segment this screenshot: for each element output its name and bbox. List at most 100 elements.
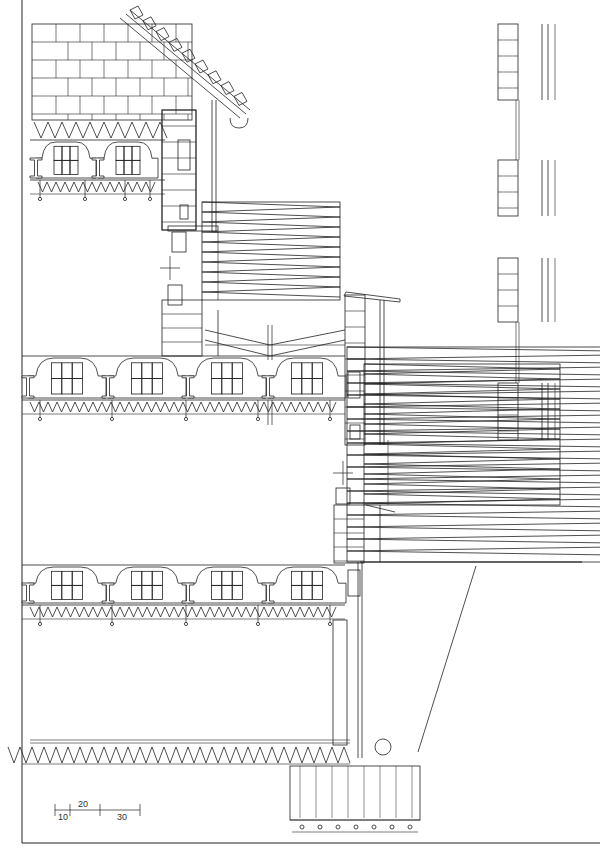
block-joint [498, 72, 518, 73]
block-joint [345, 343, 365, 344]
block-joint [334, 519, 364, 520]
hanger-clip [328, 622, 331, 625]
block-wall [498, 160, 518, 216]
ceiling-hanger [40, 180, 41, 198]
mortar-joint [104, 24, 105, 42]
block-joint [498, 399, 518, 400]
block-cell [142, 571, 152, 585]
block-joint [162, 206, 196, 207]
block-cell [142, 585, 152, 599]
block-cell [72, 378, 82, 394]
footing-joint [300, 766, 301, 818]
block-cell [116, 160, 124, 174]
sheet-border [22, 0, 23, 843]
block-cell [70, 146, 78, 160]
mortar-joint [80, 24, 81, 42]
hollow-block [188, 358, 266, 398]
cladding-line [555, 24, 556, 100]
scale-label: 10 [58, 812, 68, 822]
mortar-joint [152, 96, 153, 114]
block-cell [142, 363, 152, 379]
mortar-joint [116, 42, 117, 60]
parapet-cap [344, 292, 400, 302]
insulation-zigzag [202, 202, 340, 297]
insulation-zigzag [8, 747, 350, 763]
footing-joint [412, 766, 413, 818]
footing-joint [316, 766, 317, 818]
floor-line [30, 740, 350, 741]
terrace-line [205, 345, 345, 346]
steel-beam [22, 376, 34, 398]
hollow-block [108, 567, 186, 603]
gutter [230, 118, 248, 128]
mortar-joint [140, 42, 141, 60]
block-cell [232, 363, 242, 379]
steel-beam [30, 158, 42, 178]
mortar-joint [140, 114, 141, 120]
mortar-joint [164, 78, 165, 96]
block-cell [131, 363, 141, 379]
block-cell [62, 378, 72, 394]
glass-line [519, 100, 520, 160]
excavation-line [418, 566, 476, 752]
block-joint [162, 328, 202, 329]
block-cell [51, 378, 61, 394]
insulation-zigzag [30, 607, 336, 617]
mortar-joint [56, 96, 57, 114]
window-frame [172, 232, 186, 252]
drain-line [272, 400, 273, 425]
block-joint [498, 40, 518, 41]
block-wall [334, 505, 364, 563]
block-cell [211, 571, 221, 585]
lintel [180, 205, 188, 219]
block-cell [222, 378, 232, 394]
block-cell [62, 363, 72, 379]
hanger-clip [38, 197, 41, 200]
block-cell [222, 585, 232, 599]
block-joint [498, 176, 518, 177]
hanger-clip [148, 197, 151, 200]
slab-line [22, 400, 345, 401]
mortar-joint [92, 78, 93, 96]
scale-bar [55, 810, 140, 811]
roof-line [126, 10, 250, 114]
drain-line [268, 325, 269, 360]
block-cell [211, 585, 221, 599]
block-cell [116, 146, 124, 160]
mortar-joint [188, 114, 189, 120]
block-joint [345, 423, 365, 424]
steel-beam [262, 376, 274, 398]
steel-beam [262, 583, 274, 603]
glass-line [519, 322, 520, 383]
basement-wall [333, 620, 347, 745]
footing-joint [396, 766, 397, 818]
ceiling-hanger [125, 180, 126, 198]
block-cell [302, 585, 312, 599]
roof-tile [182, 49, 195, 62]
block-cell [232, 585, 242, 599]
block-joint [162, 158, 196, 159]
block-cell [62, 160, 70, 174]
cladding-line [542, 383, 543, 440]
drawing-group [8, 0, 600, 843]
mortar-joint [140, 78, 141, 96]
ceiling-hanger [150, 180, 151, 198]
scale-label: 20 [78, 799, 88, 809]
hanger-clip [38, 622, 41, 625]
mortar-joint [68, 114, 69, 120]
block-joint [162, 142, 196, 143]
foundation-footing [290, 766, 420, 820]
window-sill [168, 226, 218, 231]
block-cell [62, 585, 72, 599]
block-cell [72, 585, 82, 599]
hollow-block [98, 142, 158, 178]
roof-tile [195, 60, 208, 73]
hollow-block [108, 358, 186, 398]
block-cell [51, 363, 61, 379]
rebar [336, 825, 340, 829]
hanger-clip [123, 197, 126, 200]
ceiling-line [22, 414, 345, 415]
block-joint [162, 190, 196, 191]
floor-line [30, 743, 350, 744]
